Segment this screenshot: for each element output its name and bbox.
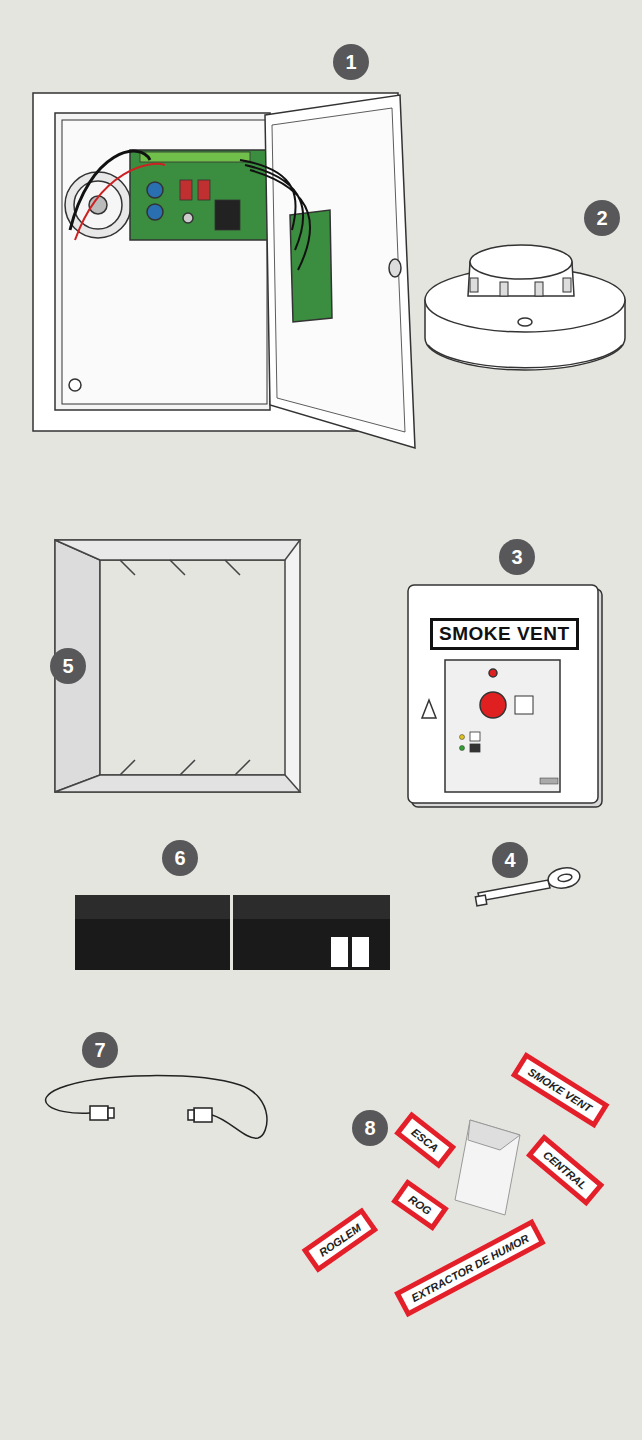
sticker-backing	[455, 1120, 520, 1215]
sticker-label: ROG	[391, 1179, 449, 1231]
callout-number: 2	[584, 200, 620, 236]
mounting-frame	[55, 540, 300, 792]
sign-text: SMOKE VENT	[439, 623, 570, 645]
cable	[46, 1076, 267, 1139]
callout-number: 4	[492, 842, 528, 878]
callout-number: 1	[333, 44, 369, 80]
sticker-label: ESCA	[394, 1112, 456, 1169]
panel-sign: SMOKE VENT	[430, 618, 579, 650]
callout-number: 3	[499, 539, 535, 575]
batteries	[75, 895, 390, 970]
sticker-label: CENTRAL	[526, 1134, 604, 1206]
key	[475, 865, 581, 905]
callout-number: 8	[352, 1110, 388, 1146]
smoke-detector	[425, 245, 625, 370]
control-cabinet	[33, 93, 415, 448]
callout-number: 5	[50, 648, 86, 684]
sticker-label: EXTRACTOR DE HUMOR	[394, 1219, 546, 1318]
sticker-label: SMOKE VENT	[511, 1052, 610, 1128]
callout-number: 6	[162, 840, 198, 876]
sticker-label: ROGLEM	[302, 1207, 379, 1273]
break-glass-panel	[408, 585, 602, 807]
callout-number: 7	[82, 1032, 118, 1068]
